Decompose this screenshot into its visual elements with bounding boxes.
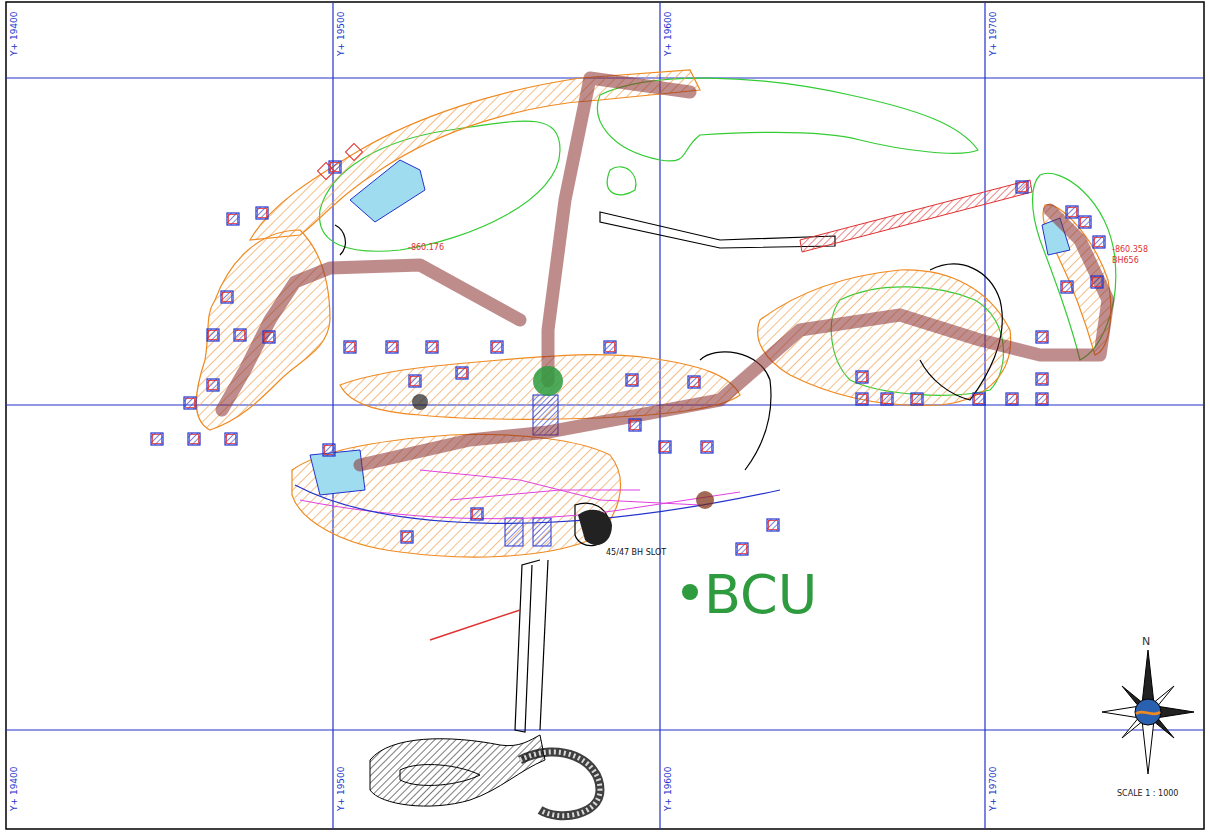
drillhole-label: BH656: [1112, 257, 1139, 266]
slot-label: 45/47 BH SLOT: [606, 549, 666, 558]
grid-coordinate: Y+ 19700: [989, 765, 999, 812]
elevation-label: -860.176: [408, 244, 444, 253]
north-label: N: [1142, 636, 1150, 648]
grid-coordinate: Y+ 19700: [989, 10, 999, 57]
grid-coordinate: Y+ 19600: [664, 765, 674, 812]
grid-coordinate: Y+ 19600: [664, 10, 674, 57]
grid-coordinate: Y+ 19400: [10, 765, 20, 812]
grid-coordinate: Y+ 19500: [337, 10, 347, 57]
grid-coordinate: Y+ 19400: [10, 10, 20, 57]
grid-coordinate: Y+ 19500: [337, 765, 347, 812]
handwritten-note: BCU: [704, 565, 817, 624]
scale-label: SCALE 1 : 1000: [1117, 790, 1178, 799]
elevation-label: -860.358: [1112, 246, 1148, 255]
